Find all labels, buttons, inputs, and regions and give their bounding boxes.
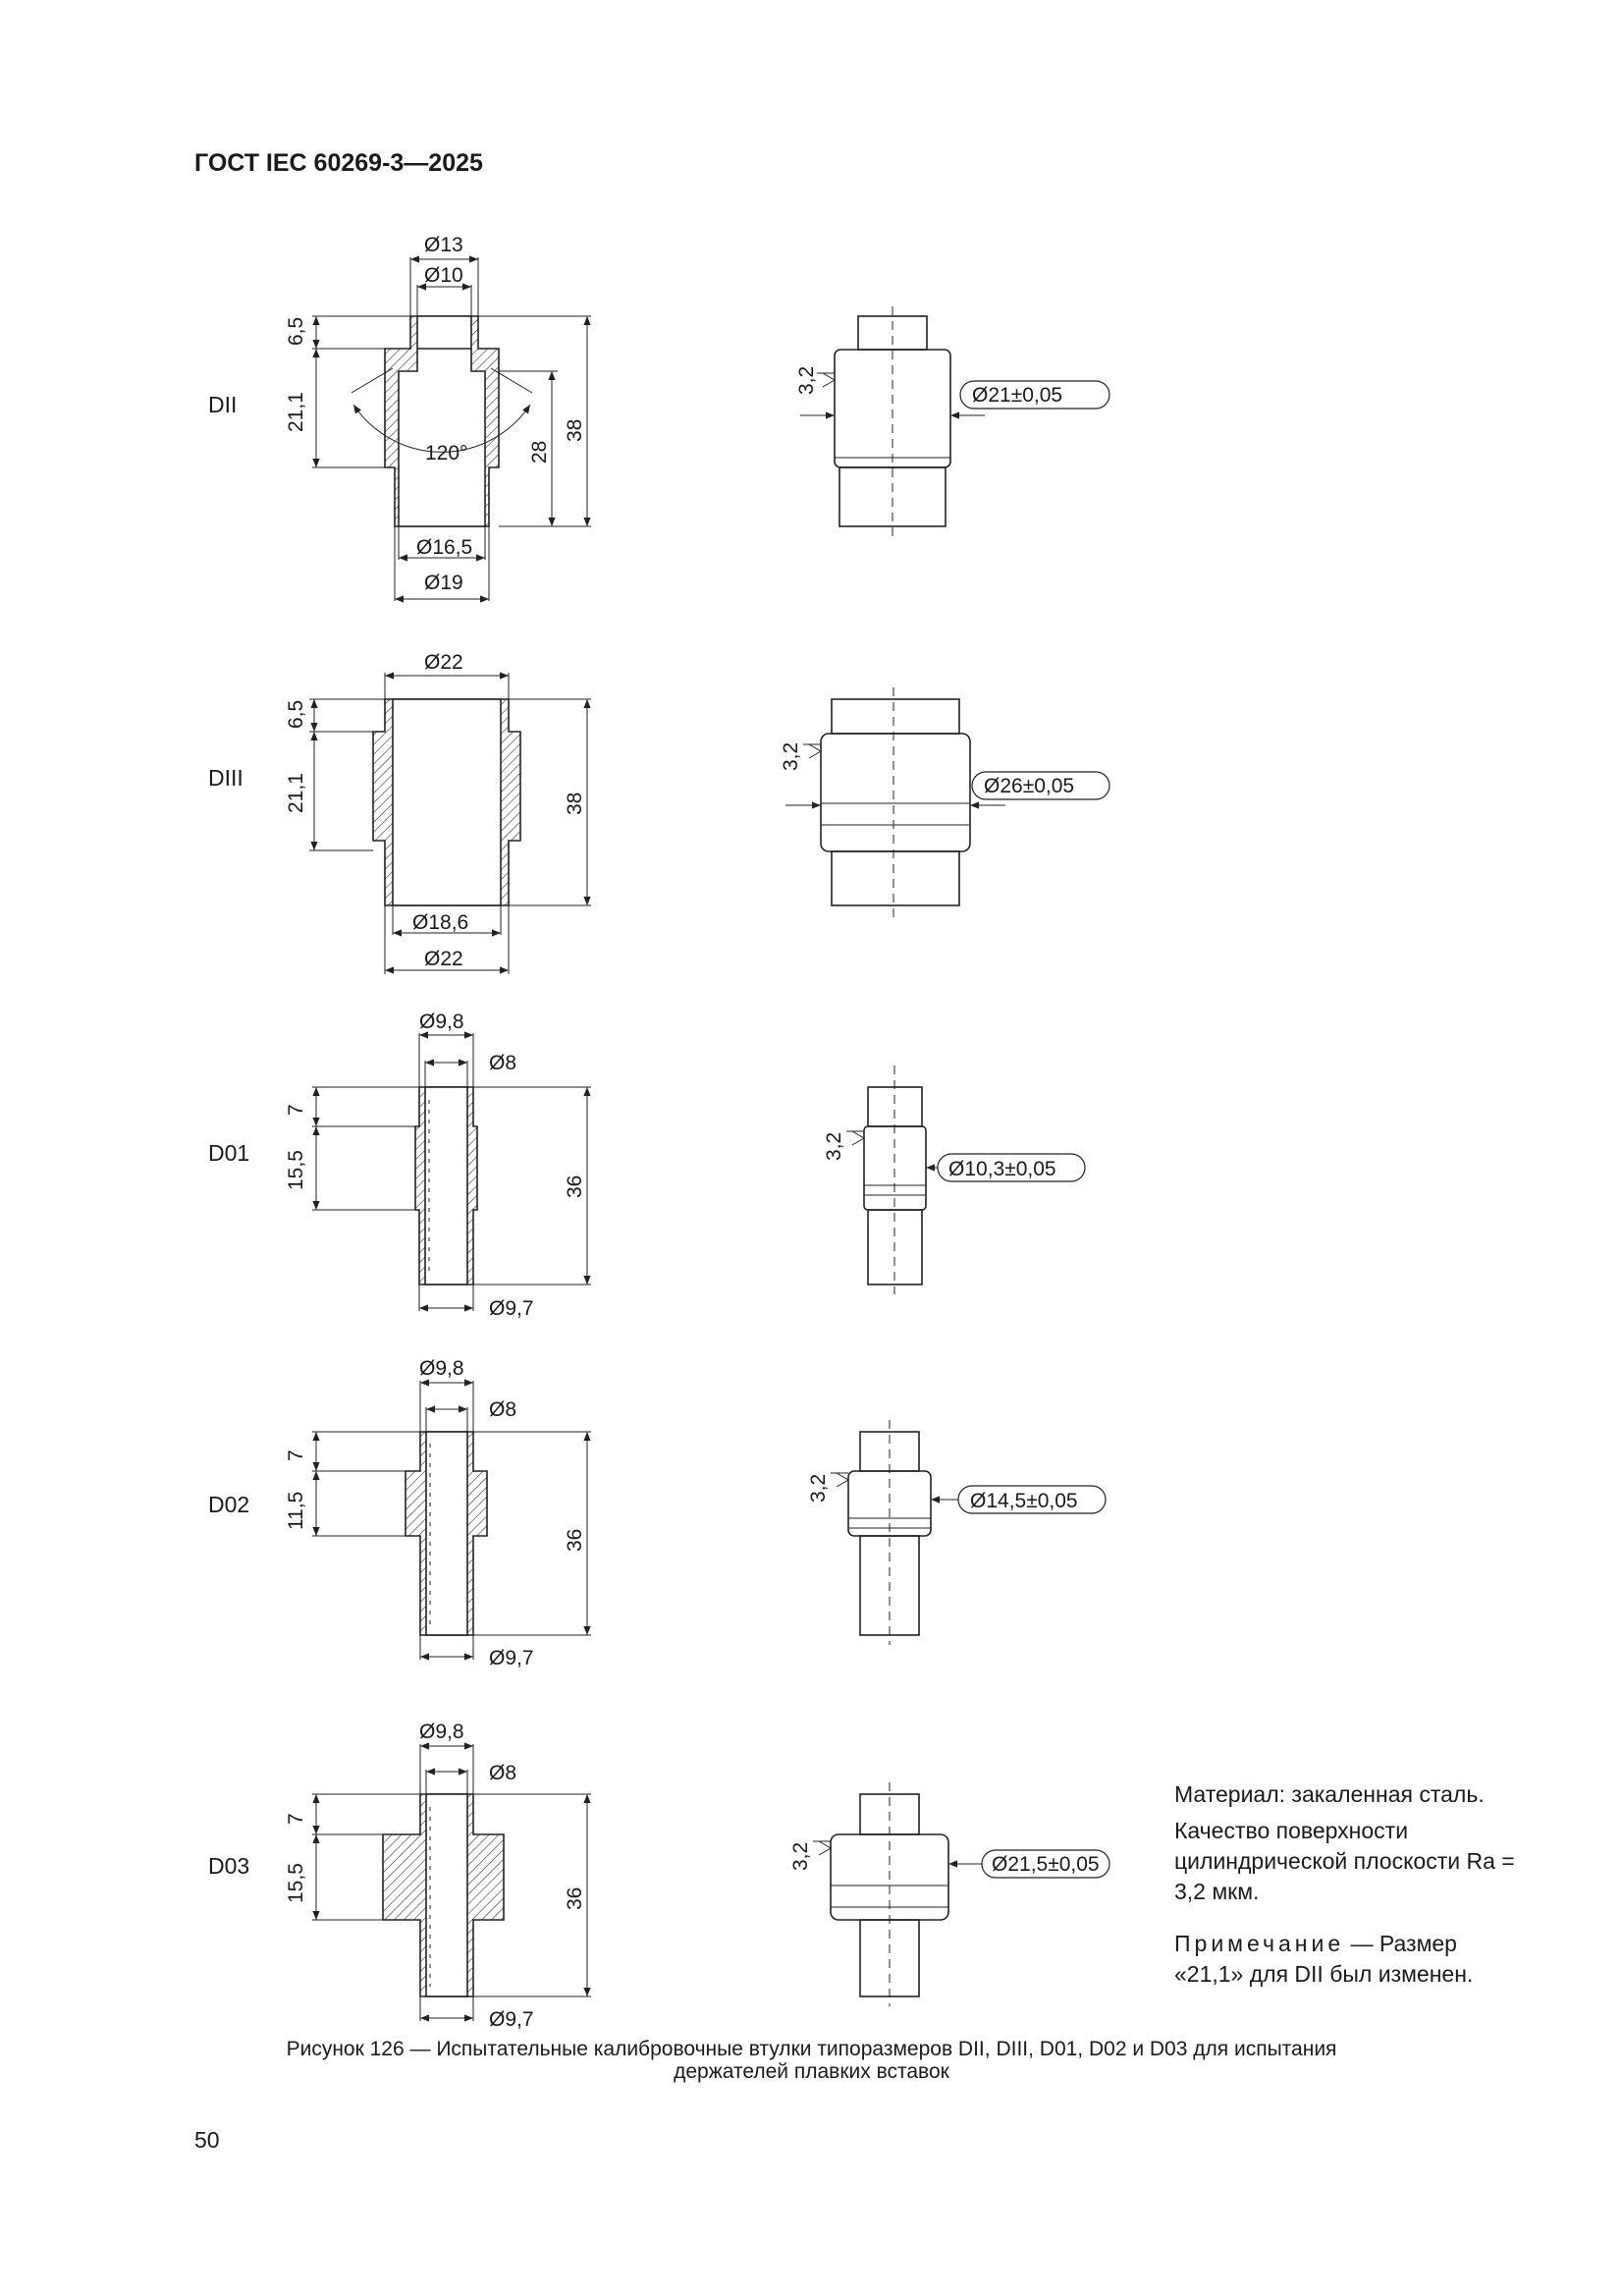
dii-h-top: 6,5: [285, 317, 307, 346]
d03-gauge-d: Ø21,5±0,05: [992, 1853, 1100, 1876]
material-note: Материал: закаленная сталь.: [1174, 1781, 1485, 1807]
page-number: 50: [194, 2127, 220, 2153]
d01-d-inner: Ø8: [489, 1052, 516, 1074]
figure-d01-gauge: [846, 1066, 1086, 1294]
surface-note: Качество поверхности цилиндрической плос…: [1174, 1818, 1515, 1904]
caption-line-1: Рисунок 126 — Испытательные калибровочны…: [286, 2038, 1337, 2060]
dii-h-total: 38: [564, 419, 586, 442]
d03-d-bottom: Ø9,7: [489, 2008, 534, 2031]
figure-d03-gauge: [813, 1782, 1110, 2006]
figure-d02-section: [312, 1379, 591, 1661]
figure-d03-section: [312, 1742, 591, 2022]
figure-d02-gauge: [831, 1420, 1107, 1645]
diii-roughness: 3,2: [780, 742, 802, 771]
d03-label: D03: [208, 1853, 249, 1879]
dii-h-inner: 28: [528, 441, 551, 464]
d03-roughness: 3,2: [789, 1842, 812, 1871]
diii-gauge-d: Ø26±0,05: [984, 775, 1074, 797]
d02-h-mid: 11,5: [285, 1492, 307, 1530]
figure-dii-gauge: [800, 306, 1110, 538]
diii-h-top: 6,5: [285, 700, 307, 729]
caption-line-2: держателей плавких вставок: [674, 2060, 949, 2083]
d01-d-outer: Ø9,8: [419, 1011, 464, 1033]
d02-gauge-d: Ø14,5±0,05: [970, 1490, 1078, 1512]
d02-d-bottom: Ø9,7: [489, 1647, 534, 1669]
figure-diii-section: [309, 672, 591, 974]
diii-h-mid: 21,1: [285, 773, 307, 813]
d01-gauge-d: Ø10,3±0,05: [948, 1158, 1056, 1180]
d03-h-top: 7: [285, 1813, 307, 1825]
d01-roughness: 3,2: [823, 1132, 845, 1161]
d03-d-outer: Ø9,8: [419, 1721, 464, 1743]
notes-block: Материал: закаленная сталь. Качество пов…: [1139, 1779, 1532, 1995]
d03-d-inner: Ø8: [489, 1762, 516, 1784]
d03-h-mid: 15,5: [285, 1863, 307, 1903]
d01-h-top: 7: [285, 1104, 307, 1116]
d02-d-outer: Ø9,8: [419, 1357, 464, 1380]
d02-roughness: 3,2: [807, 1474, 830, 1503]
diii-d-top: Ø22: [424, 651, 463, 674]
figure-d01-section: [312, 1031, 591, 1312]
figure-diii-gauge: [785, 687, 1110, 918]
d01-h-total: 36: [564, 1175, 586, 1198]
dii-d-top-inner: Ø10: [424, 264, 463, 287]
figure-dii-section: [312, 255, 591, 603]
diii-label: DIII: [208, 765, 243, 791]
diii-h-total: 38: [564, 793, 586, 815]
d01-h-mid: 15,5: [285, 1150, 307, 1190]
d02-h-top: 7: [285, 1449, 307, 1461]
remark-label: Примечание: [1174, 1931, 1345, 1956]
dii-angle: 120°: [425, 442, 467, 465]
d02-d-inner: Ø8: [489, 1398, 516, 1421]
document-header: ГОСТ IEC 60269-3—2025: [194, 149, 483, 177]
dii-h-mid: 21,1: [285, 392, 307, 432]
dii-d-bottom-inner: Ø16,5: [416, 536, 472, 559]
d03-h-total: 36: [564, 1887, 586, 1910]
d02-h-total: 36: [564, 1529, 586, 1552]
remark-note: Примечание — Размер «21,1» для DII был и…: [1139, 1929, 1532, 1990]
dii-label: DII: [208, 392, 237, 417]
dii-d-top-outer: Ø13: [424, 234, 463, 256]
dii-roughness: 3,2: [795, 366, 818, 395]
figure-caption: Рисунок 126 — Испытательные калибровочны…: [147, 2038, 1476, 2083]
d02-label: D02: [208, 1492, 249, 1517]
diii-d-bottom-outer: Ø22: [424, 948, 463, 970]
remark-text: — Размер «21,1» для DII был изменен.: [1174, 1931, 1474, 1987]
diii-d-bottom-inner: Ø18,6: [412, 911, 468, 934]
d01-d-bottom: Ø9,7: [489, 1297, 534, 1320]
dii-gauge-d: Ø21±0,05: [972, 384, 1062, 407]
dii-d-bottom-outer: Ø19: [424, 572, 463, 594]
d01-label: D01: [208, 1140, 249, 1166]
